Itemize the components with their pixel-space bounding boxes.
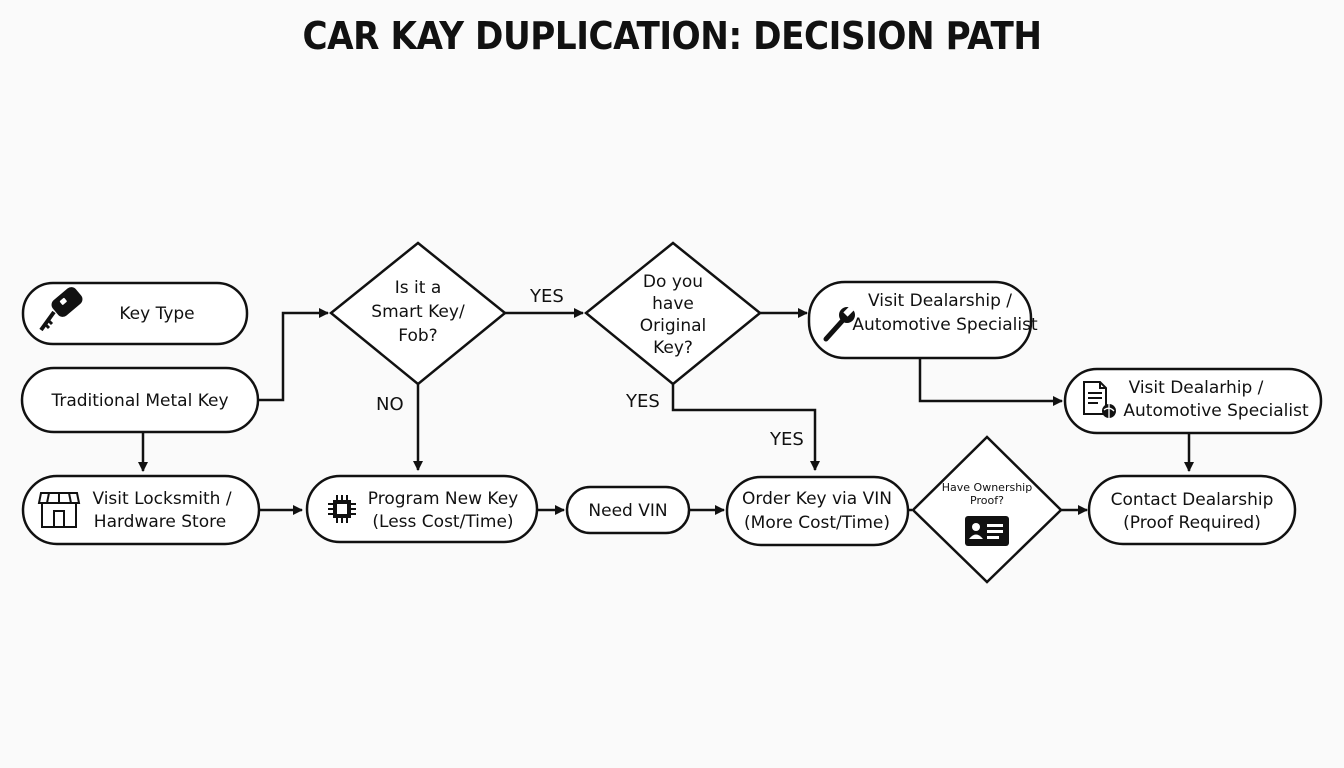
- node-smart-line1: Is it a: [395, 278, 441, 298]
- node-contact-line1: Contact Dealarship: [1111, 490, 1274, 510]
- edge-label-yes-smart: YES: [529, 286, 564, 307]
- node-ownership-line1: Have Ownership: [942, 481, 1032, 494]
- node-order-line2: (More Cost/Time): [744, 513, 890, 533]
- node-program-line1: Program New Key: [368, 489, 518, 509]
- node-program: Program New Key (Less Cost/Time): [305, 474, 539, 544]
- node-smart-line3: Fob?: [398, 326, 437, 346]
- wrench-icon: [823, 306, 855, 342]
- node-dealer1-line2: Automotive Specialist: [852, 315, 1038, 335]
- node-smart-line2: Smart Key/: [371, 302, 465, 322]
- node-need-vin: Need VIN: [565, 485, 691, 535]
- node-locksmith-line1: Visit Locksmith /: [92, 489, 231, 509]
- node-need-vin-label: Need VIN: [588, 501, 667, 521]
- node-dealer1-line1: Visit Dealarship /: [868, 291, 1012, 311]
- microchip-icon: [328, 495, 356, 523]
- node-dealer2-line1: Visit Dealarhip /: [1129, 378, 1264, 398]
- node-dealer2: Visit Dealarhip / Automotive Specialist: [1063, 367, 1323, 435]
- edge-label-yes-original: YES: [625, 391, 660, 412]
- node-key-type-label: Key Type: [119, 304, 194, 324]
- node-ownership-decision: Have Ownership Proof?: [911, 435, 1063, 584]
- edge-original-yes: [671, 384, 820, 471]
- node-original-line3: Original: [640, 316, 707, 336]
- node-dealer1: Visit Dealarship / Automotive Specialist: [807, 280, 1038, 360]
- node-original-line1: Do you: [643, 272, 703, 292]
- edge-label-yes-order: YES: [769, 429, 804, 450]
- node-original-line2: have: [652, 294, 694, 314]
- car-key-icon: [39, 287, 83, 332]
- page-title: CAR KAY DUPLICATION: DECISION PATH: [302, 14, 1042, 58]
- node-ownership-line2: Proof?: [970, 494, 1004, 507]
- document-globe-icon: [1083, 381, 1116, 418]
- node-key-type: Key Type: [21, 281, 249, 346]
- node-contact-line2: (Proof Required): [1123, 513, 1261, 533]
- node-program-line2: (Less Cost/Time): [372, 512, 513, 532]
- node-traditional: Traditional Metal Key: [20, 366, 260, 434]
- node-order-vin: Order Key via VIN (More Cost/Time): [725, 475, 910, 547]
- edge-traditional-to-smart: [258, 308, 329, 402]
- node-original-decision: Do you have Original Key?: [584, 241, 762, 386]
- edge-label-no-smart: NO: [376, 394, 404, 415]
- node-original-line4: Key?: [653, 338, 693, 358]
- node-locksmith-line2: Hardware Store: [94, 512, 226, 532]
- node-dealer2-line2: Automotive Specialist: [1123, 401, 1309, 421]
- id-card-icon: [965, 516, 1009, 546]
- connectors: [138, 308, 1194, 515]
- edge-dealer1-to-dealer2: [918, 358, 1063, 406]
- node-smart-decision: Is it a Smart Key/ Fob?: [329, 241, 507, 386]
- node-order-line1: Order Key via VIN: [742, 489, 892, 509]
- node-locksmith: Visit Locksmith / Hardware Store: [21, 474, 261, 546]
- storefront-icon: [37, 492, 81, 528]
- node-contact: Contact Dealarship (Proof Required): [1087, 474, 1297, 546]
- node-traditional-label: Traditional Metal Key: [50, 391, 228, 411]
